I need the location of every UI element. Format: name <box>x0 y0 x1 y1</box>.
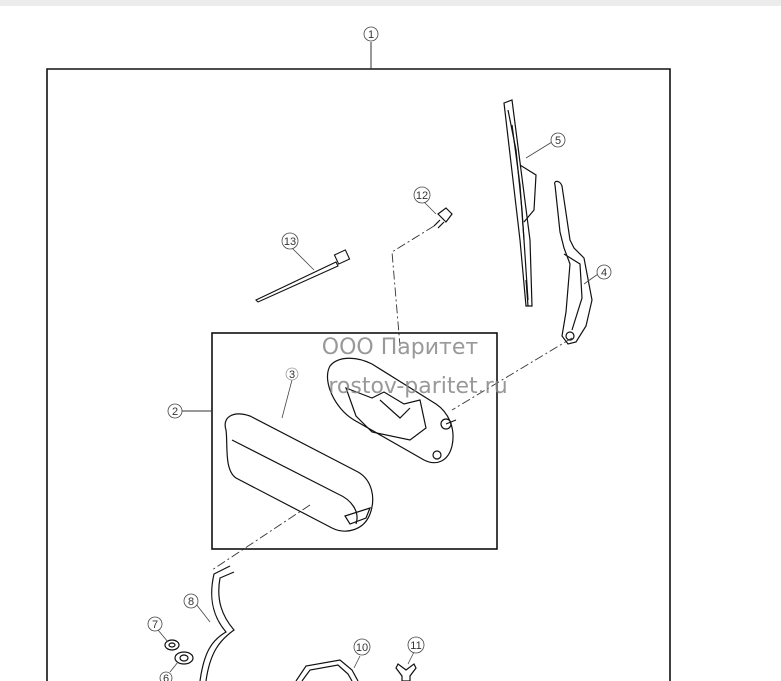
cable-tie <box>255 249 351 303</box>
callout-13-label: 13 <box>284 236 296 248</box>
assembly-dash-lines <box>211 225 573 571</box>
callout-11-label: 11 <box>410 640 421 652</box>
leader-8 <box>195 603 211 623</box>
callout-12-label: 12 <box>416 190 428 202</box>
callout-3-label: 3 <box>289 369 295 381</box>
callout-6: 6 <box>159 671 173 681</box>
assembly-frame <box>46 68 671 681</box>
leader-12 <box>423 201 437 215</box>
grommet <box>164 639 194 665</box>
wiper-blade <box>503 99 537 307</box>
callout-1-label: 1 <box>368 29 374 41</box>
callout-7-label: 7 <box>152 619 158 631</box>
callout-12: 12 <box>413 186 431 204</box>
callout-3: 3 <box>285 367 299 381</box>
callout-10-label: 10 <box>356 642 368 654</box>
wiper-arm <box>554 180 593 345</box>
bolt <box>433 207 453 229</box>
watermark-company: ООО Паритет <box>322 335 479 360</box>
callout-11: 11 <box>407 636 425 654</box>
subassembly-box <box>211 332 498 550</box>
callout-13: 13 <box>281 232 299 250</box>
callout-8-label: 8 <box>188 596 194 608</box>
leader-4 <box>583 273 599 285</box>
leader-6 <box>169 661 179 673</box>
leader-5 <box>525 141 553 159</box>
leader-13 <box>291 247 315 271</box>
leader-11 <box>407 651 415 665</box>
callout-5-label: 5 <box>555 135 561 147</box>
nozzle-tube <box>295 659 359 681</box>
callout-8: 8 <box>183 593 199 609</box>
leader-3 <box>281 379 293 419</box>
callout-2: 2 <box>167 403 183 419</box>
washer-hose <box>199 565 235 681</box>
wing-nut <box>395 663 417 681</box>
callout-6-label: 6 <box>163 673 169 681</box>
callout-4: 4 <box>596 264 612 280</box>
lamp-housing <box>326 357 457 464</box>
top-toolbar-strip <box>0 0 781 6</box>
callout-5: 5 <box>550 132 566 148</box>
callout-1: 1 <box>363 26 379 42</box>
leader-10 <box>353 655 361 669</box>
callout-2-label: 2 <box>172 406 178 418</box>
callout-4-label: 4 <box>601 267 607 279</box>
watermark-url: rostov-paritet.ru <box>328 374 507 399</box>
leader-7 <box>157 629 169 643</box>
callout-10: 10 <box>353 638 371 656</box>
lamp-cover <box>224 413 374 532</box>
callout-7: 7 <box>147 616 163 632</box>
